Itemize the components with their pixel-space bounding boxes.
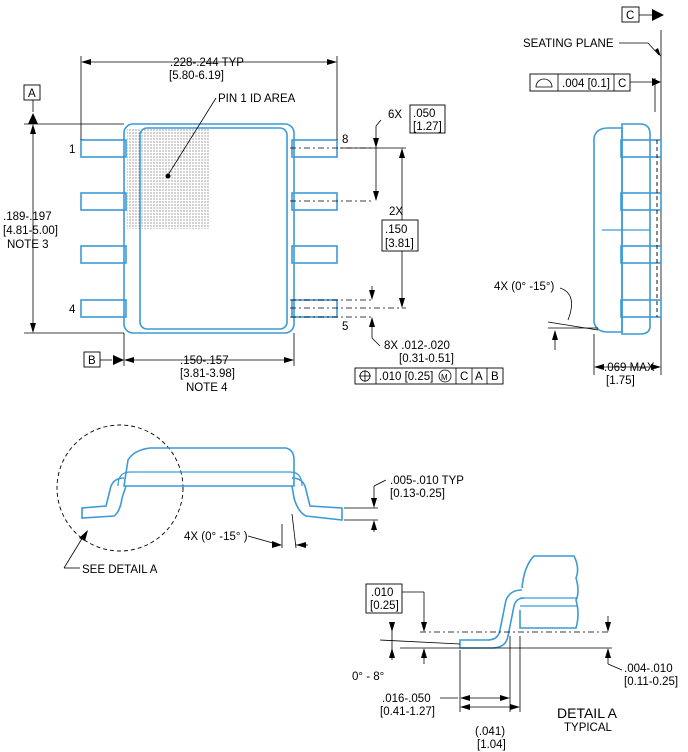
detail-a-circle: [56, 424, 184, 552]
fcf-datum-b-label: B: [491, 371, 499, 383]
side-view: [529, 6, 664, 375]
foot-length-label: .016-.050: [382, 693, 431, 705]
thickness-mm-label: [0.13-0.25]: [390, 488, 445, 500]
side-angle-label: 4X (0° -15°): [494, 281, 555, 293]
row-count-label: 2X: [389, 206, 403, 218]
position-tolerance-frame: [354, 367, 504, 385]
lead-1: [80, 139, 127, 158]
row-value-label: .150: [385, 224, 407, 236]
top-view: [23, 56, 504, 385]
fcf-datum-c-label: C: [460, 371, 468, 383]
standoff-mm-label: [0.11-0.25]: [624, 676, 678, 688]
standoff-label: .004-.010: [624, 663, 673, 675]
width-dim-mm-label: [5.80-6.19]: [169, 70, 224, 82]
end-view: [56, 424, 387, 569]
pin1-id-label: PIN 1 ID AREA: [218, 93, 296, 105]
datum-c-label: C: [626, 10, 634, 22]
body-width-dim-label: .150-.157: [180, 355, 229, 367]
foot-ref-label: (.041): [475, 726, 505, 738]
fcf-position-label: .010 [0.25]: [379, 371, 433, 383]
lead-8: [291, 139, 338, 158]
height-label: .069 MAX: [604, 362, 655, 374]
fcf-mmc-label: M: [441, 373, 448, 382]
height-mm-label: [1.75]: [606, 375, 635, 387]
flatness-symbol-icon: [535, 78, 553, 88]
package-body-inner: [139, 127, 288, 330]
package-body-outline: [123, 123, 295, 334]
datum-a-label: A: [28, 88, 36, 100]
fcf-datum-a-label: A: [475, 371, 483, 383]
detail-subtitle: TYPICAL: [564, 722, 613, 734]
body-width-note-label: NOTE 4: [186, 382, 228, 394]
pin-8-label: 8: [342, 134, 348, 146]
pitch-count-label: 6X: [388, 109, 402, 121]
gauge-mm-label: [0.25]: [370, 600, 399, 612]
lead-width-label: 8X .012-.020: [384, 340, 450, 352]
pin-1-label: 1: [69, 144, 75, 156]
body-width-dim-mm-label: [3.81-3.98]: [180, 368, 235, 380]
pin-5-label: 5: [342, 321, 348, 333]
foot-length-mm-label: [0.41-1.27]: [380, 706, 435, 718]
end-angle-label: 4X (0° -15° ): [184, 531, 248, 543]
row-mm-label: [3.81]: [385, 238, 414, 250]
pin-4-label: 4: [69, 304, 76, 316]
foot-ref-mm-label: [1.04]: [477, 739, 506, 751]
lead-4: [80, 299, 127, 318]
lead-2: [80, 192, 127, 211]
flatness-value-label: .004 [0.1]: [562, 78, 610, 90]
pitch-mm-label: [1.27]: [413, 121, 442, 133]
flatness-ref-label: C: [618, 78, 626, 90]
detail-title: DETAIL A: [557, 705, 618, 721]
length-dim-mm-label: [4.81-5.00]: [3, 225, 58, 237]
lead-width-mm-label: [0.31-0.51]: [399, 353, 454, 365]
length-note-label: NOTE 3: [7, 239, 49, 251]
seating-plane-label: SEATING PLANE: [523, 38, 614, 50]
detail-a: [365, 555, 623, 712]
lead-3: [80, 245, 127, 264]
lead-6: [291, 245, 338, 264]
lead-7: [291, 192, 338, 211]
pitch-value-label: .050: [413, 108, 435, 120]
datum-b-label: B: [88, 355, 96, 367]
thickness-label: .005-.010 TYP: [390, 475, 464, 487]
length-dim-label: .189-.197: [3, 211, 52, 223]
width-dim-label: .228-.244 TYP: [170, 57, 244, 69]
mmc-symbol-icon: [438, 369, 452, 383]
foot-angle-label: 0° - 8°: [352, 671, 384, 683]
see-detail-label: SEE DETAIL A: [82, 564, 158, 576]
gauge-value-label: .010: [371, 587, 393, 599]
